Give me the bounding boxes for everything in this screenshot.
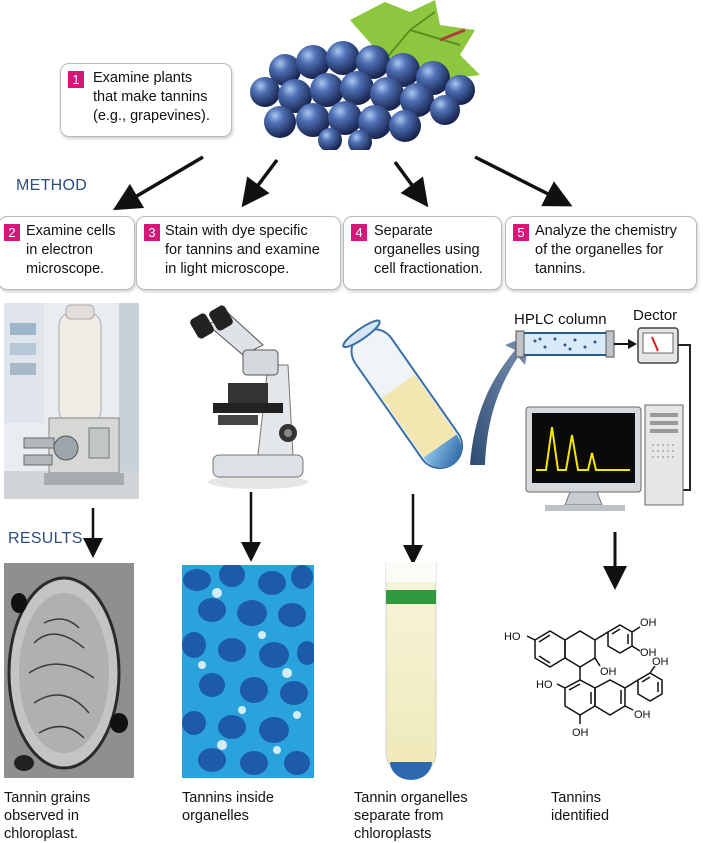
molecule-label-2: OH: [640, 617, 657, 629]
hplc-label: HPLC column: [514, 311, 607, 328]
step-5-text: Analyze the chemistry of the organelles …: [535, 223, 677, 277]
result-1-caption: Tannin grains observed in chloroplast.: [4, 790, 91, 842]
arrow-to-step-4: [393, 160, 429, 208]
stained-organelles-image: [182, 565, 314, 778]
step-1-number: 1: [68, 71, 84, 88]
method-heading: METHOD: [16, 177, 88, 194]
test-tube-image: [342, 319, 530, 470]
step-4-number: 4: [351, 224, 367, 241]
arrow-to-step-5: [474, 155, 573, 207]
fractionated-tube-image: [385, 562, 437, 780]
step-3-number: 3: [144, 224, 160, 241]
arrow-to-step-3: [241, 158, 279, 208]
step-5-number: 5: [513, 224, 529, 241]
light-microscope-image: [190, 305, 308, 489]
step-5-box: 5 Analyze the chemistry of the organelle…: [505, 216, 697, 290]
step-2-number: 2: [4, 224, 20, 241]
step-3-box: 3 Stain with dye specific for tannins an…: [136, 216, 341, 290]
molecule-label-4: OH: [600, 666, 617, 678]
detector-label: Dector: [633, 307, 678, 324]
chloroplast-micrograph-image: [4, 563, 134, 778]
step-1-text: Examine plants that make tannins (e.g., …: [93, 70, 210, 124]
step-2-text: Examine cells in electron microscope.: [26, 223, 116, 277]
molecule-label-8: OH: [572, 727, 589, 739]
tannin-molecule-structure: HO OH OH OH OH HO OH OH OH: [504, 617, 669, 739]
step-4-box: 4 Separate organelles using cell fractio…: [343, 216, 502, 290]
molecule-label-7: OH: [634, 709, 651, 721]
step-3-text: Stain with dye specific for tannins and …: [165, 223, 320, 277]
arrow-to-step-2: [112, 155, 204, 211]
molecule-label-1: HO: [504, 631, 521, 643]
results-heading: RESULTS: [8, 530, 83, 547]
result-2-caption: Tannins inside organelles: [182, 790, 274, 824]
step-1-box: 1 Examine plants that make tannins (e.g.…: [60, 63, 232, 137]
electron-microscope-image: [4, 303, 139, 499]
grape-cluster-image: [250, 0, 480, 150]
molecule-label-6: HO: [536, 679, 553, 691]
step-2-box: 2 Examine cells in electron microscope.: [0, 216, 135, 290]
molecule-label-5: OH: [652, 656, 669, 668]
hplc-detector-computer-image: [515, 327, 691, 511]
result-4-caption: Tannins identified: [551, 790, 610, 824]
result-3-caption: Tannin organelles separate from chloropl…: [354, 790, 468, 842]
step-4-text: Separate organelles using cell fractiona…: [374, 223, 483, 277]
molecule-label-3: OH: [640, 647, 657, 659]
